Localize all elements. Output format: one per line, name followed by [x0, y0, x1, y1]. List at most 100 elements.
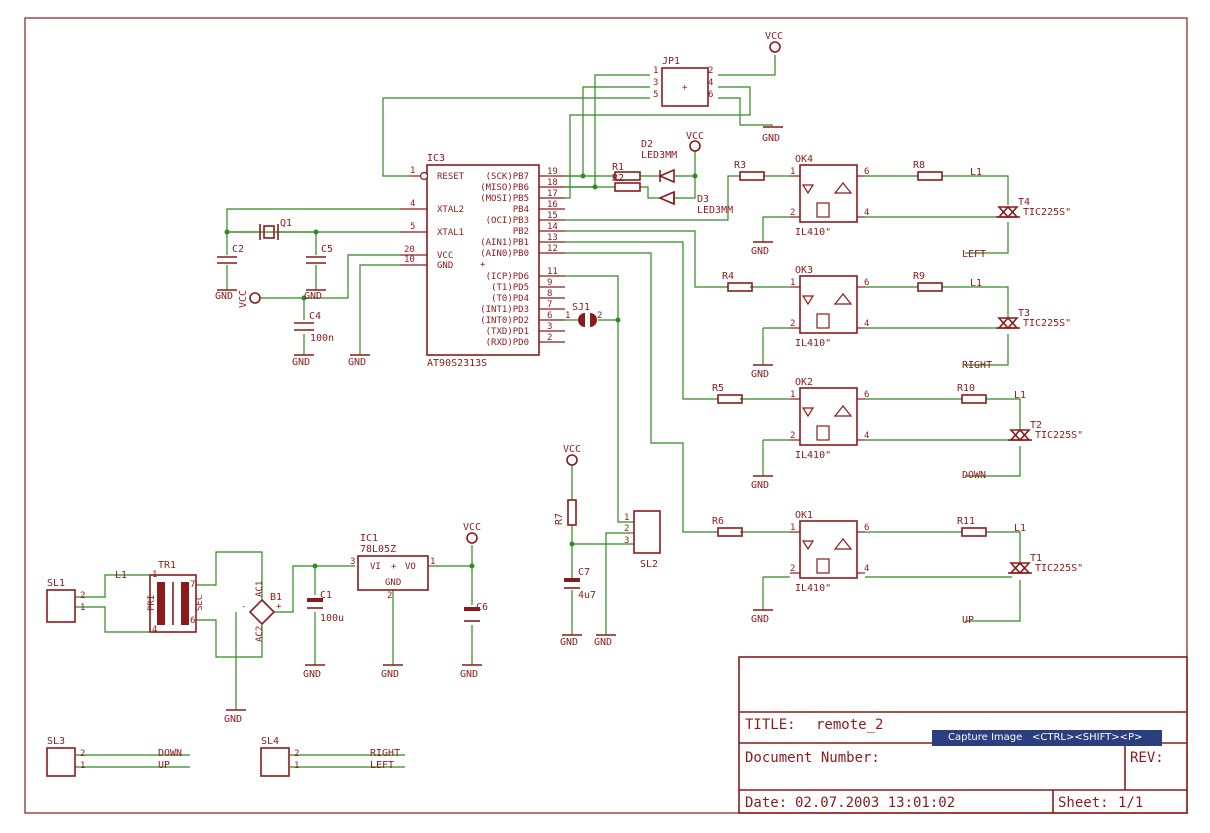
output-line-label: DOWN	[962, 470, 986, 481]
opto-pin6: 6	[864, 278, 869, 288]
c1-capacitor: C1 100u	[307, 590, 344, 624]
c5-capacitor: C5	[306, 244, 333, 264]
opto-pin2: 2	[790, 431, 795, 441]
gnd-label-c7: GND	[560, 637, 578, 648]
gnd-label-c6: GND	[460, 669, 478, 680]
sl2-connector: SL2 1 2 3	[624, 510, 661, 570]
opto-triac-icon	[833, 405, 853, 417]
q1-label: Q1	[280, 218, 292, 229]
title-block: TITLE: remote_2 Document Number: REV: Da…	[738, 656, 1188, 814]
input-resistor	[739, 171, 765, 181]
drawing-frame	[24, 17, 1188, 814]
output-line-label: UP	[962, 615, 974, 626]
sl4-right: RIGHT	[370, 748, 400, 759]
r1-resistor: R1	[612, 162, 641, 181]
c4-value: 100n	[310, 333, 334, 344]
gnd-label-jp1: GND	[762, 133, 780, 144]
triac-label: T4	[1018, 197, 1030, 208]
ic3-num-20: 20	[404, 245, 415, 255]
sj1-solder-jumper: SJ1 1 2	[565, 302, 602, 327]
ic3-pin-pb2: PB2	[513, 227, 529, 237]
jp1-name: JP1	[662, 56, 680, 67]
gnd-label-c1: GND	[303, 669, 321, 680]
output-line-label: LEFT	[962, 249, 986, 260]
sl3-connector: SL3 2 1 DOWN UP	[46, 736, 182, 777]
rev-label: REV:	[1130, 750, 1164, 766]
l1-label: L1	[1014, 390, 1026, 401]
r2-resistor: R2	[612, 173, 641, 192]
ic3-num-3: 3	[547, 322, 552, 332]
sl1-pin2: 2	[80, 591, 85, 601]
vcc-label-jp1: VCC	[765, 31, 783, 42]
sl3-up: UP	[158, 760, 170, 771]
ic3-pin-pd6: (ICP)PD6	[486, 272, 529, 282]
gnd-label-ok1: GND	[751, 614, 769, 625]
triac-label: T2	[1030, 420, 1042, 431]
ic3-plus: +	[480, 260, 486, 270]
b1-bridge-rectifier: B1 AC1 AC2 - +	[241, 581, 282, 642]
sl2-label: SL2	[640, 559, 658, 570]
ic3-pin-pb7: (SCK)PB7	[486, 172, 529, 182]
ic3-num-18: 18	[547, 178, 558, 188]
opto-pin2: 2	[790, 319, 795, 329]
ic3-pin-vcc: VCC	[437, 251, 453, 261]
gnd-label-ok2: GND	[751, 480, 769, 491]
sl2-pin2: 2	[624, 524, 629, 534]
ic3-num-13: 13	[547, 233, 558, 243]
jp1-pin-6: 6	[708, 90, 713, 100]
d2-led: D2 LED3MM	[641, 139, 677, 184]
b1-plus: +	[276, 602, 282, 612]
c7-capacitor: C7 4u7	[564, 567, 596, 601]
c2-label: C2	[232, 244, 244, 255]
ic3-num-14: 14	[547, 222, 558, 232]
opto-part: IL410"	[795, 227, 831, 238]
sl3-pin2: 2	[80, 749, 85, 759]
d2-label: D2	[641, 139, 653, 150]
triac-part: TIC225S"	[1035, 563, 1083, 574]
l1-label: L1	[970, 278, 982, 289]
triac-label: T3	[1018, 308, 1030, 319]
opto-detector-icon	[816, 558, 830, 574]
input-resistor-label: R3	[734, 160, 746, 171]
gnd-label-ok3: GND	[751, 369, 769, 380]
opto-detector-icon	[816, 202, 830, 218]
l1-label: L1	[1014, 523, 1026, 534]
jp1-pin-2: 2	[708, 66, 713, 76]
opto-pin6: 6	[864, 167, 869, 177]
ic3-num-5: 5	[410, 222, 415, 232]
opto-pin6: 6	[864, 390, 869, 400]
input-resistor	[717, 394, 743, 404]
tr1-label: TR1	[158, 560, 176, 571]
ic1-part: 78L05Z	[360, 544, 396, 555]
ic3-num-8: 8	[547, 289, 552, 299]
ic3-pin-pd3: (INT1)PD3	[480, 305, 529, 315]
opto-led-icon	[801, 540, 815, 551]
opto-pin1: 1	[790, 523, 795, 533]
triac-part: TIC225S"	[1035, 430, 1083, 441]
triac-icon	[997, 317, 1019, 330]
vcc-label-ic3: VCC	[238, 290, 249, 308]
ic3-num-6: 6	[547, 311, 552, 321]
gnd-symbols: GND GND GND GND GND GND GND GND GND GND …	[215, 126, 783, 725]
ic3-pin-pd4: (T0)PD4	[491, 294, 529, 304]
tr1-sec: SEC	[195, 595, 205, 611]
tr1-pin4: 4	[152, 625, 157, 635]
junctions	[224, 173, 698, 569]
b1-ac1: AC1	[255, 581, 265, 597]
opto-body	[799, 164, 858, 223]
opto-pin1: 1	[790, 167, 795, 177]
ic3-pin-pb0: (AIN0)PB0	[480, 249, 529, 259]
tr1-transformer: TR1 PRI SEC 1 4 7 6	[147, 560, 205, 635]
input-resistor	[727, 282, 753, 292]
vcc-symbols: VCC VCC VCC VCC VCC	[238, 31, 783, 544]
r7-resistor: R7	[554, 499, 577, 526]
ic1-regulator: IC1 78L05Z VI + VO GND 3 1 2	[350, 533, 435, 601]
opto-led-icon	[801, 407, 815, 418]
tooltip-shortcut: <CTRL><SHIFT><P>	[1032, 732, 1143, 743]
triac-part: TIC225S"	[1023, 207, 1071, 218]
sl4-connector: SL4 2 1 RIGHT LEFT	[260, 736, 400, 777]
c5-label: C5	[321, 244, 333, 255]
output-resistor-label: R9	[913, 271, 925, 282]
